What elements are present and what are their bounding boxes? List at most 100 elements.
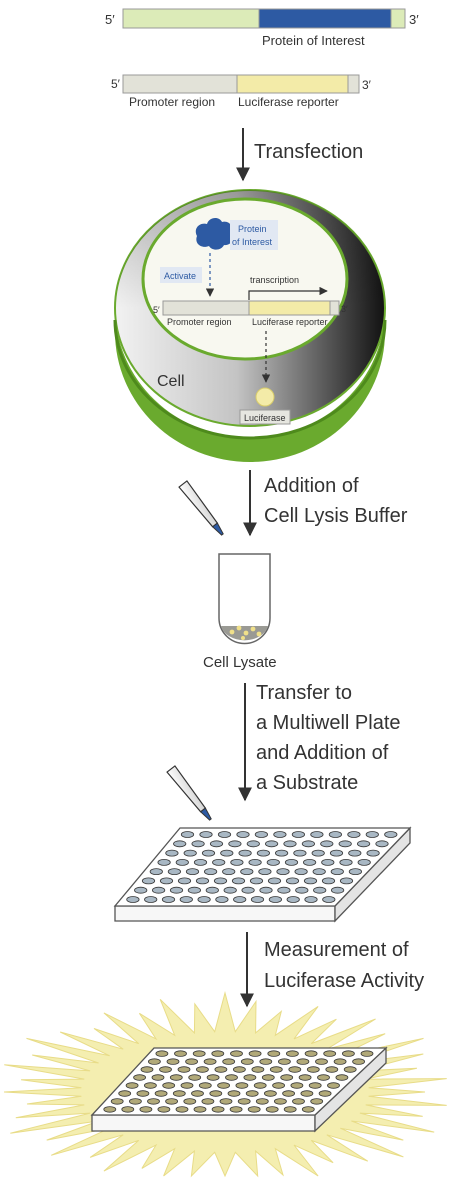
well [343, 1066, 357, 1073]
well [238, 849, 252, 857]
well [166, 1058, 180, 1065]
well [333, 1058, 347, 1065]
well [134, 886, 148, 894]
luciferase-enzyme [255, 387, 275, 407]
well [317, 1074, 330, 1081]
well [222, 868, 236, 875]
protein-of-interest-label: Protein of Interest [262, 33, 365, 48]
well [323, 1050, 337, 1057]
well [291, 831, 305, 838]
well [173, 840, 187, 848]
activate-label: Activate [164, 271, 196, 281]
well [165, 1098, 179, 1105]
well [248, 859, 262, 866]
well [356, 840, 371, 848]
well [286, 896, 300, 903]
well [283, 840, 297, 848]
well [366, 849, 380, 857]
well [227, 1090, 241, 1097]
lysate-tube [218, 553, 271, 645]
well [352, 1058, 366, 1065]
well [177, 1066, 191, 1073]
well [228, 840, 242, 848]
well [267, 877, 282, 885]
well [247, 1106, 261, 1113]
well [327, 1082, 340, 1089]
cell-nucleus [141, 197, 349, 361]
well [240, 868, 254, 875]
lysis-label-line2: Cell Lysis Buffer [264, 505, 408, 527]
transfection-label: Transfection [254, 141, 363, 163]
well [118, 1090, 132, 1097]
well [264, 840, 279, 848]
well [110, 1098, 124, 1105]
well [222, 1058, 236, 1065]
luciferase-reporter-segment [236, 74, 349, 94]
well [357, 859, 371, 866]
cell-promoter-label: Promoter region [167, 317, 232, 327]
gene-three-prime-label: 3′ [409, 12, 419, 27]
well [273, 1098, 287, 1105]
glowing-multiwell-plate [90, 1046, 388, 1133]
well [211, 1106, 225, 1113]
well [185, 868, 200, 875]
well [310, 1098, 324, 1105]
well [325, 1066, 339, 1073]
well [284, 859, 299, 866]
transfer-label-line4: a Substrate [256, 772, 358, 794]
well [205, 886, 219, 894]
cell-three-prime-label: 3′ [341, 304, 348, 314]
well [283, 1106, 297, 1113]
well [167, 868, 181, 875]
well [159, 877, 174, 885]
well [254, 831, 268, 838]
well [313, 886, 327, 894]
well [347, 831, 361, 838]
well [174, 1050, 187, 1057]
well [338, 840, 352, 848]
well [161, 896, 176, 903]
well [267, 1050, 281, 1057]
well [152, 886, 166, 894]
cell-promoter-segment [162, 300, 250, 316]
well [321, 877, 336, 885]
well [133, 1074, 147, 1081]
well [193, 859, 208, 866]
well [246, 840, 260, 848]
reporter-three-prime-label: 3′ [362, 78, 372, 92]
gene-downstream-segment [390, 8, 406, 29]
well [318, 1090, 332, 1097]
lysis-label-line1: Addition of [264, 475, 359, 497]
well [269, 1066, 283, 1073]
well [136, 1090, 150, 1097]
well [335, 1074, 349, 1081]
well [276, 868, 290, 875]
well [191, 840, 205, 848]
well [223, 886, 237, 894]
well [237, 1098, 251, 1105]
transfer-label-line2: a Multiwell Plate [256, 712, 401, 734]
cell-label: Cell [157, 373, 185, 390]
transfer-label-line3: and Addition of [256, 742, 389, 764]
well [285, 1050, 299, 1057]
well [308, 1082, 322, 1089]
well [253, 1082, 267, 1089]
well [259, 1058, 273, 1065]
transfer-label-line1: Transfer to [256, 682, 352, 704]
well [165, 849, 179, 857]
cell-protein-label-line2: of Interest [232, 237, 273, 247]
well [268, 896, 282, 903]
well [233, 896, 247, 903]
well [259, 886, 273, 894]
well [169, 1074, 183, 1081]
well [177, 877, 192, 885]
cell: Protein of Interest Activate transcripti… [113, 189, 387, 462]
transcription-arrow [248, 286, 328, 300]
well [303, 877, 318, 885]
well [185, 1058, 199, 1065]
measure-label-line1: Measurement of [264, 939, 409, 961]
well [191, 1090, 204, 1097]
well [290, 1082, 304, 1089]
well [195, 1066, 209, 1073]
well [151, 1074, 165, 1081]
